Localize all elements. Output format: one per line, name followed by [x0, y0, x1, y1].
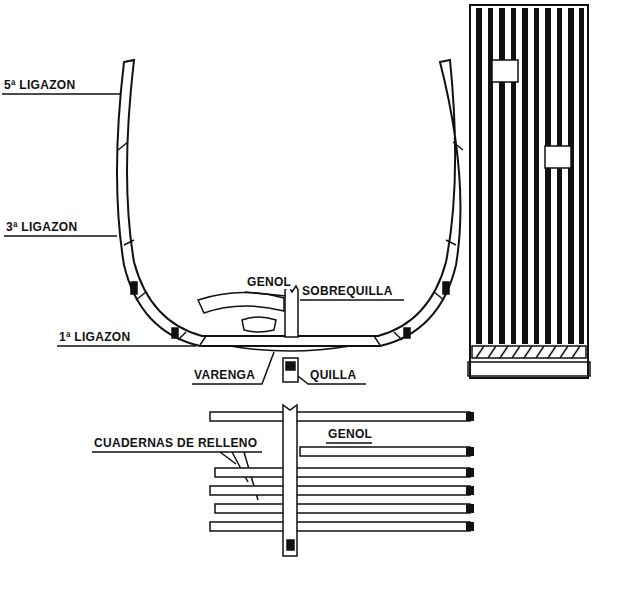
part-label: CUADERNAS DE RELLENO: [93, 436, 258, 450]
part-label: 5ª LIGAZON: [3, 78, 76, 92]
part-label: GENOL: [246, 275, 292, 289]
part-label: SOBREQUILLA: [301, 284, 394, 298]
part-label: VARENGA: [193, 368, 256, 382]
part-label: 3ª LIGAZON: [5, 220, 78, 234]
part-label: QUILLA: [309, 368, 357, 382]
part-label: GENOL: [327, 427, 373, 441]
part-label: 1ª LIGAZON: [58, 330, 131, 344]
